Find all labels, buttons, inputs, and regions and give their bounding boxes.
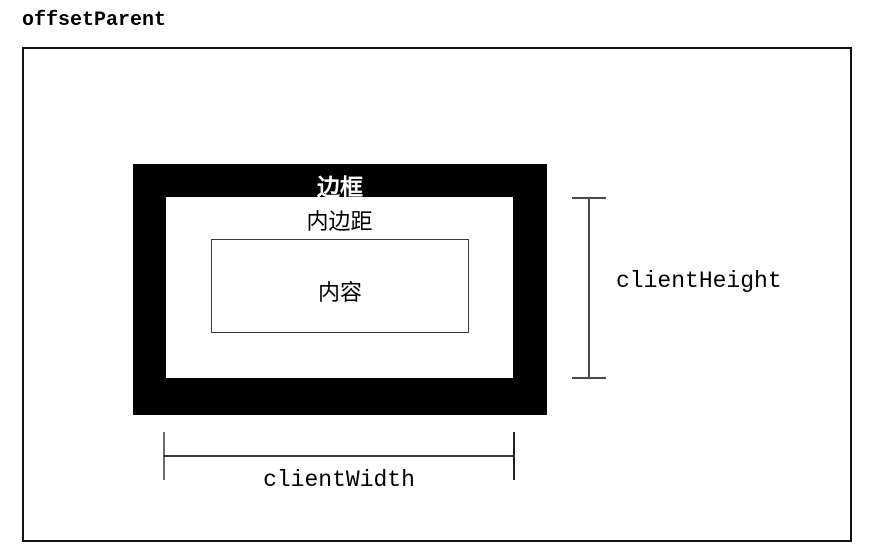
content-label: 内容 [317, 281, 362, 306]
client-width-measure-bar [163, 432, 515, 480]
border-label: 边框 [317, 175, 363, 201]
client-height-measure-bar [572, 197, 606, 379]
content-box [211, 239, 469, 333]
measure-cap-right [513, 432, 515, 480]
measure-line-horizontal [163, 455, 515, 457]
client-height-label: clientHeight [616, 268, 782, 294]
measure-line-vertical [588, 197, 590, 379]
measure-cap-bottom [572, 377, 606, 379]
padding-label: 内边距 [306, 210, 373, 235]
page-title: offsetParent [22, 9, 167, 32]
client-width-label: clientWidth [263, 467, 415, 493]
